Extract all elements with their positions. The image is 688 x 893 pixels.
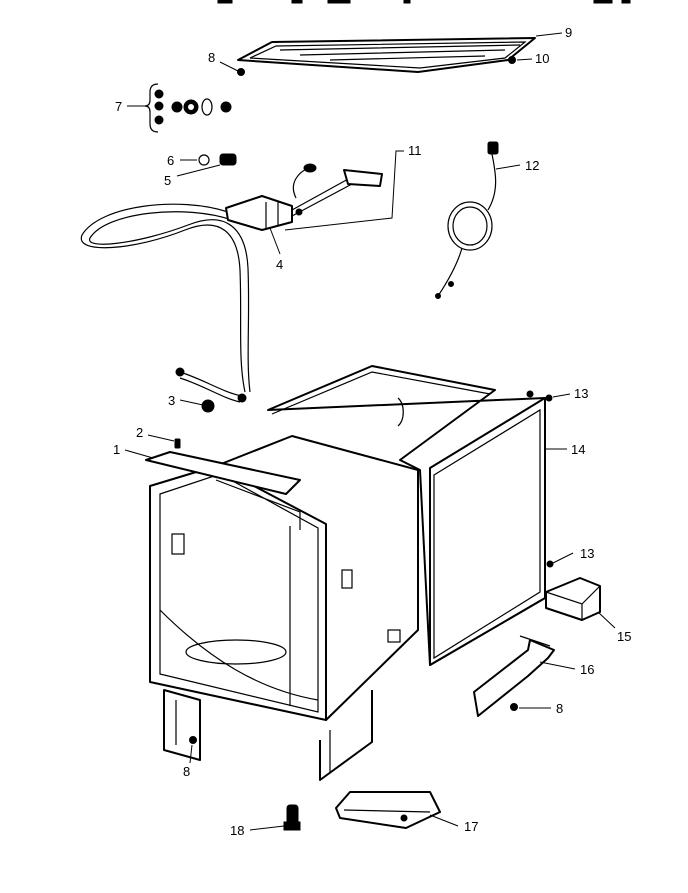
callout-16: 16 — [580, 662, 594, 677]
callout-7: 7 — [115, 99, 122, 114]
part-15-insulation-block — [545, 577, 601, 621]
callout-8-top: 8 — [208, 50, 215, 65]
part-16-bracket — [473, 635, 555, 717]
part-3-plug — [201, 399, 215, 413]
part-10-screw — [508, 56, 516, 64]
part-9-top-panel — [237, 37, 536, 73]
part-14-side-panel — [267, 365, 546, 666]
callout-17: 17 — [464, 819, 478, 834]
part-17-bottom-bracket — [335, 791, 441, 829]
callout-1: 1 — [113, 442, 120, 457]
part-5-fitting — [219, 153, 237, 166]
part-2-screw — [174, 438, 181, 449]
callout-18: 18 — [230, 823, 244, 838]
part-13-screw-upper — [545, 394, 553, 402]
part-6-ring — [198, 154, 210, 166]
part-12-power-cord — [435, 141, 499, 299]
callout-10: 10 — [535, 51, 549, 66]
part-8-screw-right — [510, 703, 518, 711]
part-8-screw-top — [237, 68, 245, 76]
callout-14: 14 — [571, 442, 585, 457]
part-18-leveling-leg — [283, 804, 301, 831]
part-13-screw-lower — [546, 560, 554, 568]
callout-9: 9 — [565, 25, 572, 40]
callout-15: 15 — [617, 629, 631, 644]
callout-2: 2 — [136, 425, 143, 440]
callout-13-upper: 13 — [574, 386, 588, 401]
callout-8-bottom: 8 — [183, 764, 190, 779]
callout-12: 12 — [525, 158, 539, 173]
callout-4: 4 — [276, 257, 283, 272]
callout-6: 6 — [167, 153, 174, 168]
part-7-hardware-set — [144, 83, 232, 133]
callout-8-right: 8 — [556, 701, 563, 716]
callout-3: 3 — [168, 393, 175, 408]
callout-11: 11 — [408, 143, 422, 158]
leader-lines — [124, 32, 616, 831]
callout-13-lower: 13 — [580, 546, 594, 561]
part-1-bracket-plate — [145, 451, 301, 495]
callout-5: 5 — [164, 173, 171, 188]
cropped-header-marks — [217, 0, 631, 4]
callout-labels: 9 8 10 7 6 5 11 12 4 3 13 2 1 14 13 15 1… — [113, 25, 631, 838]
part-4-fill-hose-assembly — [80, 163, 383, 403]
part-8-screw-bottom — [189, 736, 197, 744]
